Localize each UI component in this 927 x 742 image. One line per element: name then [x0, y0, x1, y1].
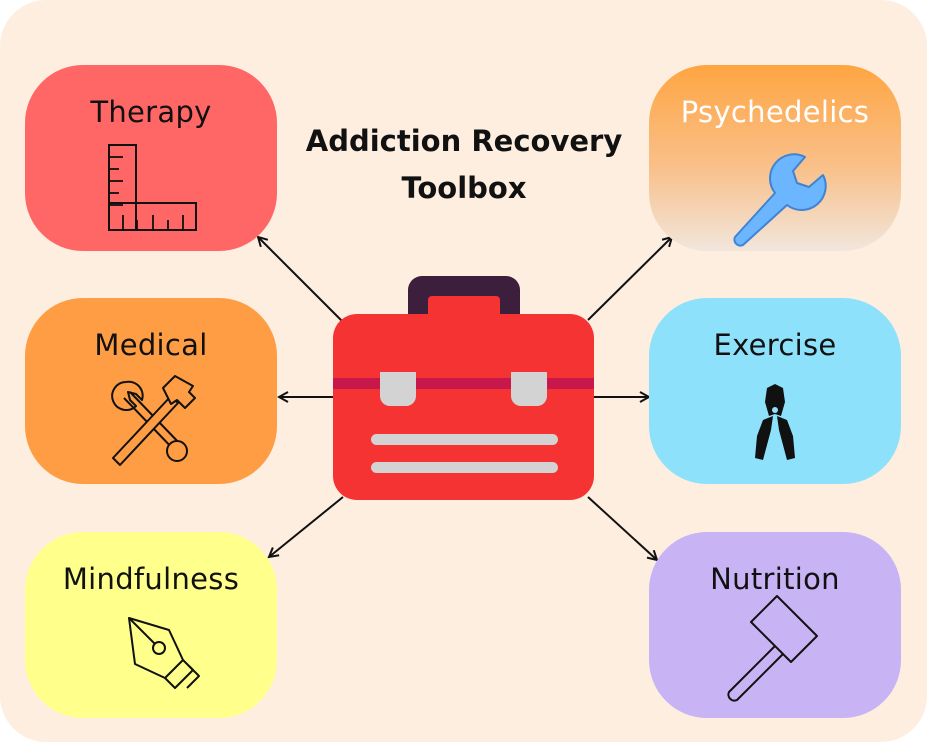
card-label: Mindfulness [62, 562, 240, 596]
card-nutrition: Nutrition [649, 532, 901, 718]
arrow-to-psychedelics [587, 237, 672, 321]
arrow-to-nutrition [587, 496, 657, 560]
card-therapy: Therapy [25, 65, 277, 251]
diagram-title-line-2: Toolbox [401, 171, 527, 205]
card-label: Psychedelics [680, 95, 870, 129]
mallet-icon [727, 595, 818, 702]
card-label: Therapy [90, 95, 212, 129]
wrench-hammer-icon [111, 375, 196, 466]
pen-nib-icon [128, 617, 200, 689]
card-exercise: Exercise [649, 298, 901, 484]
card-label: Medical [94, 328, 208, 362]
card-label: Nutrition [710, 562, 840, 596]
square-ruler-icon [108, 144, 197, 231]
card-mindfulness: Mindfulness [25, 532, 277, 718]
wrench-icon [733, 153, 827, 247]
pliers-icon [755, 384, 795, 460]
arrow-to-therapy [258, 237, 344, 323]
arrow-to-mindfulness [269, 496, 344, 557]
diagram-title: Addiction Recovery [305, 124, 623, 158]
card-medical: Medical [25, 298, 277, 484]
card-psychedelics: Psychedelics [649, 65, 901, 251]
card-label: Exercise [713, 328, 837, 362]
